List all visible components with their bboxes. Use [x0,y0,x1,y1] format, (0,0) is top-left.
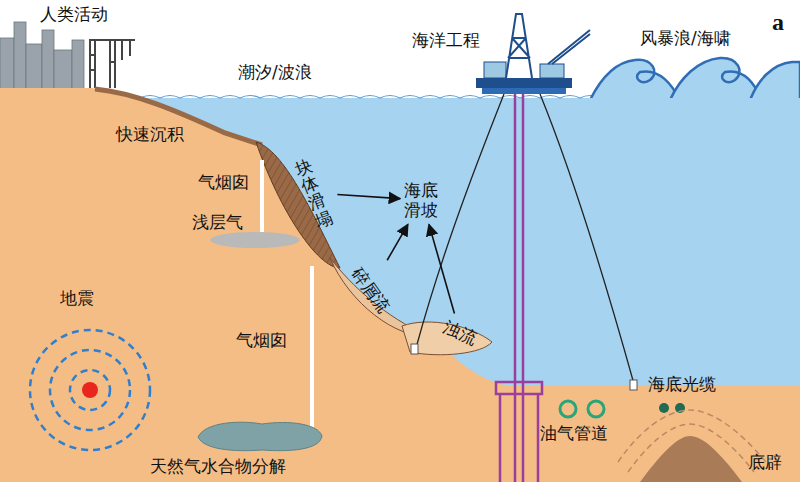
structure-label: 海底光缆 [648,374,716,394]
feature-label: 气烟囱 [198,172,249,192]
process-label: 快速沉积 [116,124,184,144]
panel-letter: a [772,8,784,37]
feature-label: 底辟 [748,452,782,472]
hazard-label: 天然气水合物分解 [150,456,286,476]
arrow-connector [337,195,400,199]
arrow-connector [387,224,408,260]
structure-label: 海洋工程 [412,30,480,50]
hazard-label: 地震 [60,288,94,308]
hazard-label: 海底滑坡 [404,180,440,221]
process-label: 风暴浪/海啸 [640,28,731,48]
hazard-label: 人类活动 [40,4,108,24]
arrow-connector [429,224,454,313]
node-text: 海底滑坡 [404,180,440,221]
feature-label: 气烟囱 [236,330,287,350]
structure-label: 油气管道 [540,423,608,443]
process-label: 潮汐/波浪 [238,62,312,82]
feature-label: 浅层气 [192,212,243,232]
